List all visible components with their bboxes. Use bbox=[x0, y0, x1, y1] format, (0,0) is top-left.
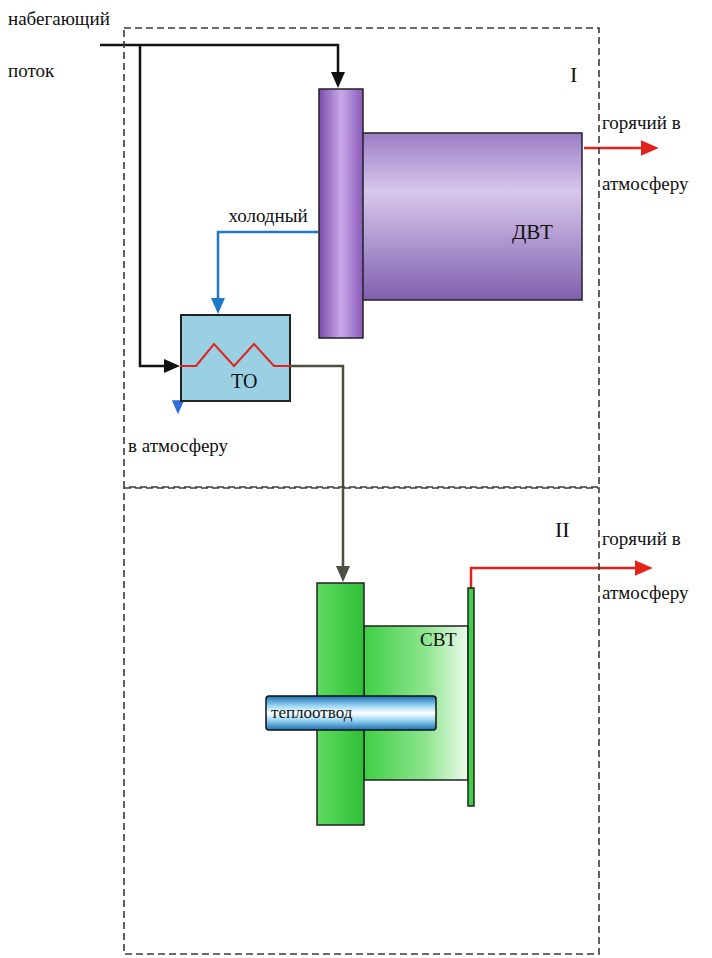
inflow-label: набегающий поток bbox=[8, 0, 120, 97]
node-label: СВТ bbox=[420, 629, 457, 651]
node-label: ДВТ bbox=[512, 220, 553, 244]
inflow-line bbox=[140, 45, 174, 366]
edge-label: холодный bbox=[226, 205, 309, 227]
exhaust-arrow bbox=[177, 403, 180, 409]
engine-dvt-outline bbox=[318, 88, 584, 339]
exhaust-label: в атмосферу bbox=[128, 435, 228, 457]
exhaust-label: горячий в атмосферу bbox=[602, 512, 708, 620]
inflow-label-box: набегающий поток bbox=[8, 0, 120, 97]
exhaust-label: горячий в атмосферу bbox=[602, 92, 708, 214]
exhaust-label-box: горячий в атмосферу bbox=[602, 512, 708, 620]
region-frame: теплоотвод СВТ II bbox=[123, 487, 600, 955]
node-label: ТО bbox=[231, 370, 257, 393]
exhaust-label-box: в атмосферу bbox=[128, 435, 258, 457]
region-frame: ДВТ ТО I bbox=[123, 27, 600, 488]
flow-line bbox=[291, 366, 343, 576]
exhaust-arrow bbox=[584, 147, 652, 150]
engine-dvt: ДВТ bbox=[318, 88, 584, 339]
exhaust-label-box: горячий в атмосферу bbox=[602, 92, 708, 214]
region-label: I bbox=[570, 62, 577, 87]
heat-exchanger: ТО bbox=[180, 314, 291, 402]
region-label: II bbox=[555, 517, 570, 542]
cold-flow-line bbox=[218, 232, 318, 308]
inflow-line bbox=[100, 45, 338, 82]
heat-sink-bar: теплоотвод bbox=[265, 695, 437, 731]
edge-label-box: холодный bbox=[226, 205, 309, 227]
node-label: теплоотвод bbox=[271, 703, 352, 723]
engine-svt: теплоотвод СВТ bbox=[262, 582, 476, 827]
